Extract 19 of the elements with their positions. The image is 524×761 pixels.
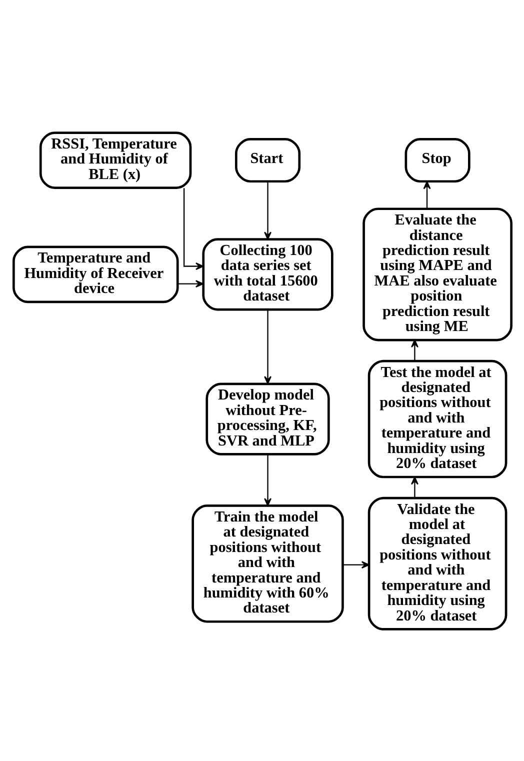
arrow: [177, 280, 204, 288]
node-box: Validate the model at designated positions without and with temperature and humidity using 20% dataset: [367, 496, 507, 630]
node-box: Stop: [404, 138, 470, 182]
node-box: Evaluate the distance prediction result using MAPE and MAE also evaluate position prediction result using ME: [362, 207, 512, 341]
arrow: [182, 188, 204, 270]
arrow: [422, 180, 430, 208]
node-box: Train the model at designated positions without and with temperature and humidity with 60% dataset: [191, 504, 344, 622]
node-box: Develop model without Pre-processing, KF, SVR and MLP: [205, 382, 330, 455]
arrow: [410, 338, 418, 361]
node-box: RSSI, Temperature and Humidity of BLE (x): [38, 131, 192, 188]
arrow: [264, 309, 272, 384]
node-box: Temperature and Humidity of Receiver device: [12, 245, 178, 303]
node-box: Test the model at designated positions without and with temperature and humidity using 20% dataset: [367, 359, 507, 478]
arrow: [410, 476, 418, 498]
node-box: Start: [234, 138, 300, 182]
arrow: [264, 454, 272, 506]
node-box: Collecting 100 data series set with total 15600 dataset: [202, 238, 333, 310]
arrow: [342, 560, 369, 568]
arrow: [264, 181, 272, 240]
